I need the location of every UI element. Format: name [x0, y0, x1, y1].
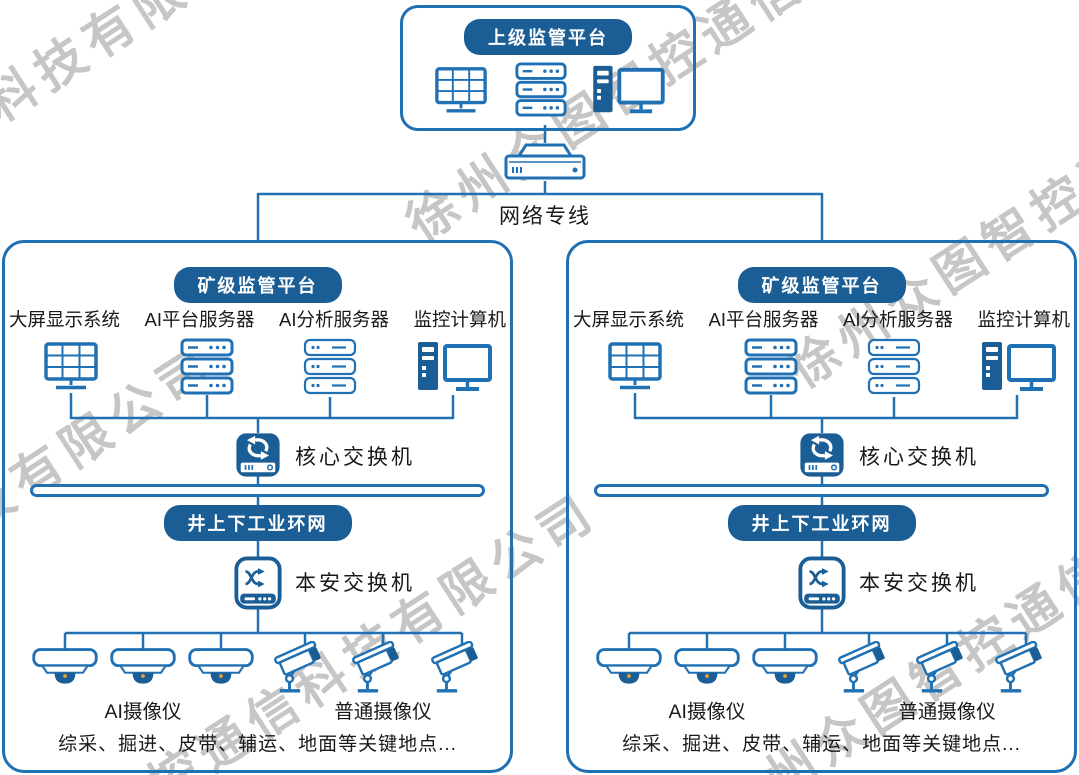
bullet-camera-icon — [430, 640, 494, 700]
ai-camera-label: AI摄像仪 — [668, 701, 746, 723]
superior-platform-badge: 上级监管平台 — [464, 19, 632, 55]
device-labels-row: 大屏显示系统 AI平台服务器 AI分析服务器 监控计算机 — [9, 306, 506, 332]
locations-note: 综采、掘进、皮带、辅运、地面等关键地点... — [622, 734, 1021, 755]
ring-network-bus-bar — [594, 484, 1049, 497]
device-label: 大屏显示系统 — [9, 309, 121, 330]
mine-platform-badge: 矿级监管平台 — [737, 267, 906, 303]
server-rack-icon — [515, 62, 567, 117]
bullet-camera-icon — [273, 640, 337, 700]
workstation-icon — [593, 65, 665, 114]
ai-dome-camera-icon — [29, 647, 101, 694]
bullet-camera-icon — [837, 640, 901, 700]
ai-platform-server-icon — [179, 337, 235, 402]
core-switch-icon — [234, 431, 282, 484]
ai-analysis-server-icon — [866, 337, 922, 402]
locations-note: 综采、掘进、皮带、辅运、地面等关键地点... — [58, 734, 457, 755]
superior-platform-panel: 上级监管平台 — [400, 5, 696, 131]
device-label: AI平台服务器 — [708, 309, 819, 330]
device-label: AI分析服务器 — [279, 309, 389, 330]
monitor-computer-icon — [415, 339, 493, 402]
network-line-label: 网络专线 — [499, 205, 591, 228]
monitor-computer-icon — [979, 339, 1057, 402]
core-switch-label: 核心交换机 — [295, 446, 415, 469]
ai-dome-camera-icon — [749, 647, 821, 694]
safe-switch-label: 本安交换机 — [859, 572, 979, 595]
bullet-camera-icon — [351, 640, 415, 700]
device-label: AI平台服务器 — [144, 309, 255, 330]
ring-network-badge: 井上下工业环网 — [163, 505, 352, 541]
safe-switch-label: 本安交换机 — [295, 572, 415, 595]
device-label: 监控计算机 — [977, 309, 1070, 330]
normal-camera-label: 普通摄像仪 — [334, 701, 432, 723]
device-labels-row: 大屏显示系统 AI平台服务器 AI分析服务器 监控计算机 — [573, 306, 1070, 332]
ai-platform-server-icon — [743, 337, 799, 402]
normal-camera-label: 普通摄像仪 — [898, 701, 996, 723]
bullet-camera-icon — [994, 640, 1058, 700]
video-wall-icon — [435, 67, 487, 113]
core-switch-label: 核心交换机 — [859, 446, 979, 469]
ring-network-badge: 井上下工业环网 — [727, 505, 916, 541]
video-wall-icon — [607, 340, 663, 401]
mine-platform-panel-right: 矿级监管平台 大屏显示系统 AI平台服务器 AI分析服务器 监控计算机 — [566, 240, 1077, 773]
ai-dome-camera-icon — [185, 647, 257, 694]
bullet-camera-icon — [915, 640, 979, 700]
ai-camera-label: AI摄像仪 — [104, 701, 182, 723]
ai-dome-camera-icon — [593, 647, 665, 694]
safe-switch-icon — [797, 555, 847, 616]
ai-dome-camera-icon — [671, 647, 743, 694]
video-wall-icon — [43, 340, 99, 401]
core-switch-icon — [798, 431, 846, 484]
mine-platform-badge: 矿级监管平台 — [173, 267, 342, 303]
safe-switch-icon — [233, 555, 283, 616]
router-icon — [503, 141, 587, 188]
device-label: AI分析服务器 — [843, 309, 953, 330]
mine-platform-panel-left: 矿级监管平台 大屏显示系统 AI平台服务器 AI分析服务器 监控计算机 — [2, 240, 513, 773]
ring-network-bus-bar — [30, 484, 485, 497]
ai-dome-camera-icon — [107, 647, 179, 694]
ai-analysis-server-icon — [302, 337, 358, 402]
device-label: 大屏显示系统 — [573, 309, 685, 330]
device-label: 监控计算机 — [413, 309, 506, 330]
